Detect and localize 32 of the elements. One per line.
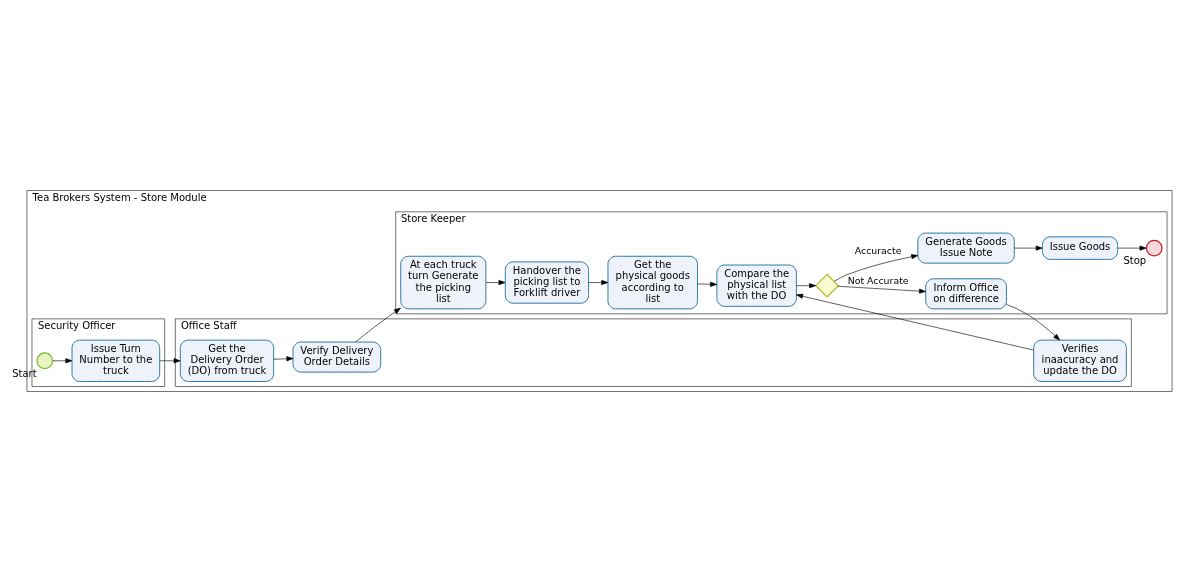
arrow bbox=[1014, 245, 1043, 251]
node-box: Inform Office on difference bbox=[925, 277, 1007, 309]
arrow bbox=[355, 307, 401, 342]
arrow bbox=[588, 279, 609, 285]
arrow bbox=[52, 357, 73, 363]
arrow bbox=[833, 253, 919, 282]
arrow bbox=[1117, 245, 1147, 251]
arrow bbox=[697, 281, 718, 287]
arrow bbox=[485, 279, 506, 285]
arrow bbox=[837, 285, 926, 294]
node-box: At each truck turn Generate the picking list bbox=[400, 255, 487, 309]
arrow bbox=[273, 355, 294, 361]
node-box: Verify Delivery Order Details bbox=[292, 341, 382, 373]
node-label: Stop bbox=[1123, 254, 1147, 266]
node-box: Handover the picking list to Forklift driver bbox=[504, 260, 589, 304]
node-box: Verifies inaacuracy and update the DO bbox=[1033, 339, 1127, 382]
node-diamond bbox=[814, 273, 840, 298]
node-box: Get the Delivery Order (DO) from truck bbox=[179, 339, 275, 382]
arrow bbox=[796, 293, 1034, 350]
edge-label: Not Accurate bbox=[847, 274, 909, 286]
node-box: Generate Goods Issue Note bbox=[917, 232, 1015, 264]
node-label: Start bbox=[12, 367, 37, 379]
arrow bbox=[796, 282, 817, 288]
node-box: Issue Turn Number to the truck bbox=[71, 339, 161, 382]
node-circle bbox=[36, 351, 54, 369]
arrow bbox=[159, 357, 181, 363]
node-circle bbox=[1145, 239, 1163, 257]
edge-label: Accuracte bbox=[854, 244, 902, 256]
node-box: Get the physical goods according to list bbox=[607, 255, 698, 309]
node-box: Compare the physical list with the DO bbox=[716, 264, 797, 307]
arrow bbox=[1006, 303, 1061, 340]
node-box: Issue Goods bbox=[1042, 235, 1119, 260]
